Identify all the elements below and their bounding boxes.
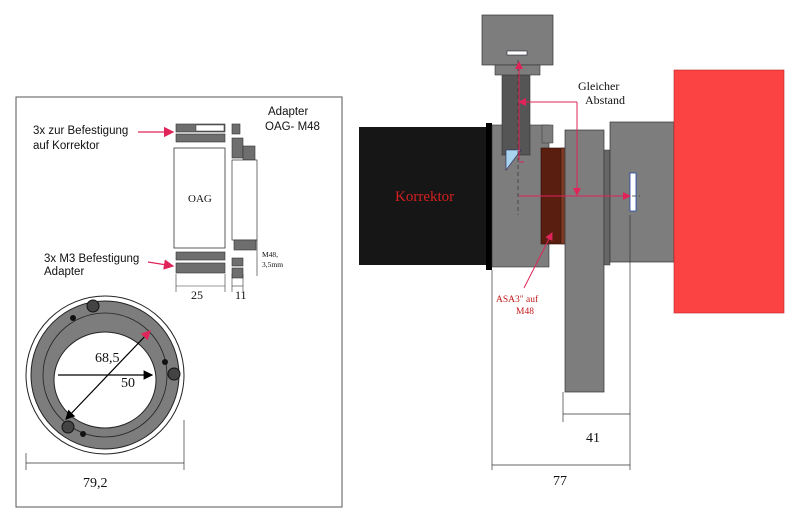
guide-sensor [506,50,528,56]
dim-68-5: 68,5 [95,351,120,366]
label-m3-1: 3x M3 Befestigung [44,253,139,265]
main-camera-body [609,121,675,263]
dim-oag-width [175,274,244,292]
label-m3-2: Adapter [44,266,84,278]
main-sensor [629,172,637,212]
label-asa-1: ASA3" auf [496,294,539,305]
label-m48-2: 3,5mm [262,260,283,269]
camera-red-housing [673,69,785,314]
arrow-asa [523,232,553,289]
label-asa-2: M48 [516,307,534,317]
label-gleicher: Gleicher [578,79,619,93]
korrektor-body [359,127,486,265]
arrow-m3-mount [147,259,175,270]
label-m48-1: M48, [262,250,278,259]
label-korrektor: Korrektor [395,189,454,205]
korrektor-flange [486,123,492,270]
dim-11: 11 [235,288,247,302]
adapter-side-view [231,123,258,279]
dim-50: 50 [121,376,135,391]
label-befestigung-korrektor-1: 3x zur Befestigung [33,125,128,137]
right-panel: Korrektor Gleicher Abstand [359,14,785,489]
oag-pickoff-stalk [501,72,531,156]
dim-79-2: 79,2 [83,476,108,491]
label-adapter-1: Adapter [268,106,308,118]
pickoff-prism [505,149,522,171]
guide-camera [481,14,554,66]
label-adapter-2: OAG- M48 [265,121,320,133]
oag-side-view [173,123,226,274]
filter-spacer-block [564,129,605,393]
label-oag: OAG [188,193,212,205]
dim-25: 25 [191,288,203,302]
dim-41: 41 [586,431,600,446]
label-befestigung-korrektor-2: auf Korrektor [33,140,100,152]
left-panel: 3x zur Befestigung auf Korrektor Adapter… [15,96,343,508]
dim-77: 77 [553,474,567,489]
label-abstand: Abstand [585,93,625,107]
